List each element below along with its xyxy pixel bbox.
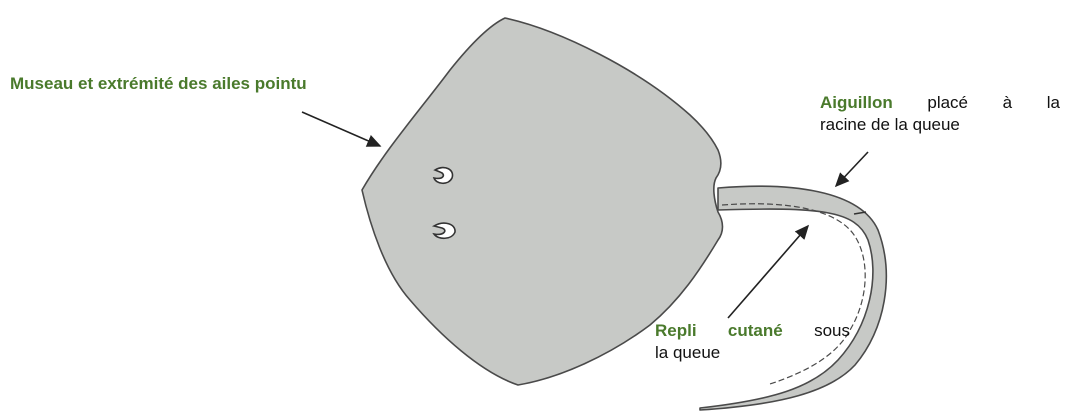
label-aiguillon-term: Aiguillon	[820, 92, 893, 114]
label-repli-term2: cutané	[728, 320, 783, 342]
stingray-tail	[700, 186, 886, 410]
arrow-aiguillon	[836, 152, 868, 186]
label-aiguillon-line1: Aiguillon placé à la	[820, 92, 1060, 114]
label-museau-text: Museau et extrémité des ailes pointu	[10, 74, 307, 93]
label-repli-line2: la queue	[655, 342, 855, 364]
label-repli-line1: Repli cutané sous	[655, 320, 850, 342]
arrow-repli	[728, 226, 808, 318]
label-repli-word1: sous	[814, 320, 850, 342]
label-museau: Museau et extrémité des ailes pointu	[10, 74, 307, 94]
label-aiguillon: Aiguillon placé à la racine de la queue	[820, 92, 1060, 136]
label-aiguillon-word2: à	[1003, 92, 1012, 114]
label-aiguillon-word3: la	[1047, 92, 1060, 114]
label-aiguillon-word1: placé	[927, 92, 968, 114]
label-aiguillon-line2: racine de la queue	[820, 114, 1060, 136]
arrow-museau	[302, 112, 380, 146]
label-repli-term1: Repli	[655, 320, 697, 342]
label-repli: Repli cutané sous la queue	[655, 320, 855, 364]
